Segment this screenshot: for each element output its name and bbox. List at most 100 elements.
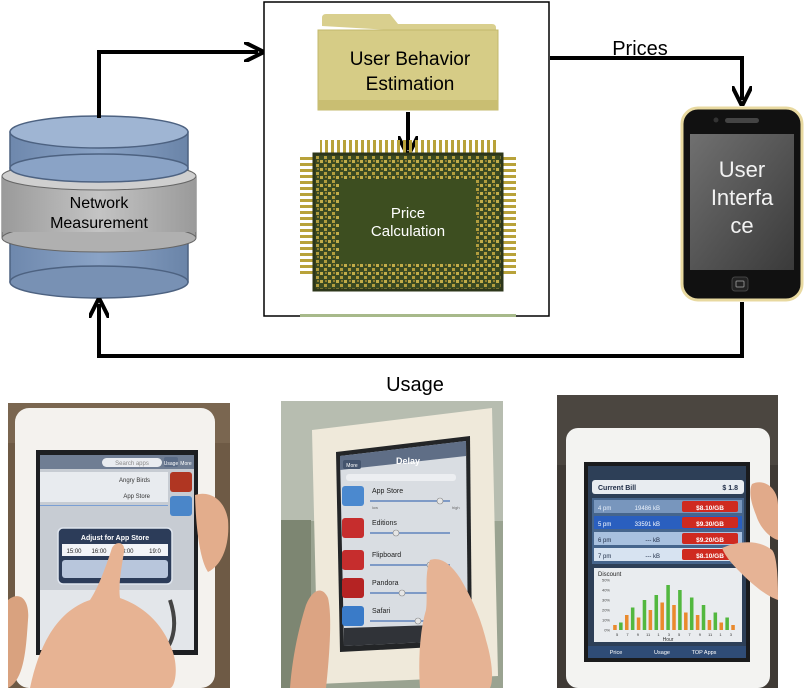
- mid-hand-right: [419, 559, 493, 688]
- mid-app-5: Safari: [372, 608, 391, 615]
- price-calc-label-line2: Calculation: [371, 223, 445, 240]
- right-row-4-usage: --- kB: [645, 554, 660, 560]
- hour-tick: 11: [646, 632, 651, 637]
- discount-y-tick: 0%: [604, 628, 610, 633]
- discount-bar: [630, 607, 635, 630]
- user-behavior-folder-icon: User Behavior Estimation: [317, 14, 499, 111]
- right-row-2-time: 5 pm: [598, 522, 611, 528]
- mid-app-1: App Store: [372, 488, 403, 495]
- discount-bar: [695, 615, 700, 630]
- left-list-item-1: Angry Birds: [119, 478, 150, 484]
- discount-bar: [713, 612, 718, 630]
- hour-tick: 5: [616, 632, 619, 637]
- network-label-line2: Measurement: [50, 215, 148, 232]
- left-tab-more: More: [180, 461, 192, 467]
- usage-label: Usage: [386, 374, 444, 396]
- right-discount-y-ticks: 50%40%30%20%10%0%: [602, 578, 610, 633]
- discount-bar: [613, 625, 617, 630]
- user-behavior-label-line2: Estimation: [366, 74, 455, 95]
- right-row-2-price: $9.30/GB: [696, 521, 724, 528]
- hour-tick: 7: [688, 632, 691, 637]
- discount-bar: [684, 612, 688, 630]
- right-row-3-usage: --- kB: [645, 538, 660, 544]
- discount-bar: [636, 617, 641, 630]
- left-list-item-2: App Store: [123, 494, 150, 500]
- hour-tick: 7: [626, 632, 629, 637]
- mid-app-2: Editions: [372, 520, 397, 527]
- discount-bar: [678, 590, 682, 630]
- right-row-4-time: 7 pm: [598, 554, 611, 560]
- right-tab-top-apps: TOP Apps: [692, 650, 717, 656]
- hour-tick: 1: [657, 632, 660, 637]
- discount-bar: [660, 602, 664, 630]
- usage-arrow: [99, 302, 744, 358]
- discount-bar: [642, 600, 647, 630]
- right-row-1-time: 4 pm: [598, 506, 611, 512]
- right-current-bill-value: $ 1.8: [722, 485, 738, 492]
- hour-tick: 3: [668, 632, 671, 637]
- left-dialog-time-2: 16:00: [91, 549, 107, 555]
- discount-bar: [654, 595, 659, 630]
- right-current-bill-label: Current Bill: [598, 485, 636, 492]
- right-row-1-price: $8.10/GB: [696, 505, 724, 512]
- price-calculation-chip-icon: Price Calculation: [300, 140, 516, 317]
- right-tab-price: Price: [610, 650, 623, 656]
- discount-y-tick: 40%: [602, 588, 610, 593]
- photo-tablet-adjust: Search apps Usage More Angry Birds App S…: [8, 403, 230, 688]
- discount-bar: [689, 597, 694, 630]
- left-tab-usage: Usage: [164, 461, 179, 467]
- right-row-3-price: $9.20/GB: [696, 537, 724, 544]
- discount-bar: [731, 625, 735, 630]
- photo-tablet-prices: Current Bill $ 1.8 4 pm 19486 kB $8.10/G…: [557, 395, 778, 688]
- hour-tick: 11: [708, 632, 713, 637]
- right-hand-bottom: [722, 542, 778, 600]
- ui-label-line2: Interfa: [711, 185, 774, 210]
- price-calc-label-line1: Price: [391, 205, 425, 222]
- photo-tablet-delay: More Delay App Store low high Editions F…: [281, 401, 503, 688]
- mid-nav-more: More: [346, 463, 358, 469]
- discount-y-tick: 30%: [602, 598, 610, 603]
- discount-bar: [672, 605, 676, 630]
- discount-bar: [725, 617, 729, 630]
- right-hand-top: [750, 482, 778, 540]
- left-hand: [30, 543, 176, 688]
- network-label-line1: Network: [70, 195, 130, 212]
- right-row-3-time: 6 pm: [598, 538, 611, 544]
- ui-label-line3: ce: [730, 213, 753, 238]
- right-price-rows: 4 pm 19486 kB $8.10/GB 5 pm 33591 kB $9.…: [594, 500, 742, 561]
- ui-label-line1: User: [719, 157, 765, 182]
- discount-bar: [719, 622, 724, 630]
- right-hour-label: Hour: [663, 637, 674, 643]
- discount-bar: [648, 610, 653, 630]
- user-behavior-label-line1: User Behavior: [350, 49, 471, 70]
- hour-tick: 9: [637, 632, 640, 637]
- right-row-1-usage: 19486 kB: [635, 506, 660, 512]
- mid-hand-left: [290, 590, 331, 688]
- right-discount-title: Discount: [598, 572, 622, 578]
- right-discount-bars: [613, 585, 735, 630]
- measurement-to-engine-arrow: [97, 52, 258, 118]
- discount-bar: [707, 620, 712, 630]
- mid-low-1: low: [372, 505, 378, 510]
- left-dialog-time-3: 18:00: [118, 549, 134, 555]
- left-dialog-time-4: 19:0: [149, 549, 161, 555]
- mid-app-4: Pandora: [372, 580, 399, 587]
- discount-y-tick: 50%: [602, 578, 610, 583]
- mid-high-1: high: [452, 505, 460, 510]
- left-search-placeholder: Search apps: [115, 461, 149, 467]
- network-measurement-database: Network Measurement: [1, 115, 197, 299]
- discount-y-tick: 20%: [602, 608, 610, 613]
- mid-app-3: Flipboard: [372, 552, 401, 559]
- discount-bar: [619, 622, 623, 630]
- hour-tick: 3: [730, 632, 733, 637]
- prices-label: Prices: [612, 38, 668, 60]
- left-dialog-time-1: 15:00: [66, 549, 82, 555]
- hour-tick: 5: [678, 632, 681, 637]
- hour-tick: 1: [719, 632, 722, 637]
- hour-tick: 9: [699, 632, 702, 637]
- discount-bar: [701, 605, 706, 630]
- right-tab-usage: Usage: [654, 650, 670, 656]
- discount-bar: [624, 615, 629, 630]
